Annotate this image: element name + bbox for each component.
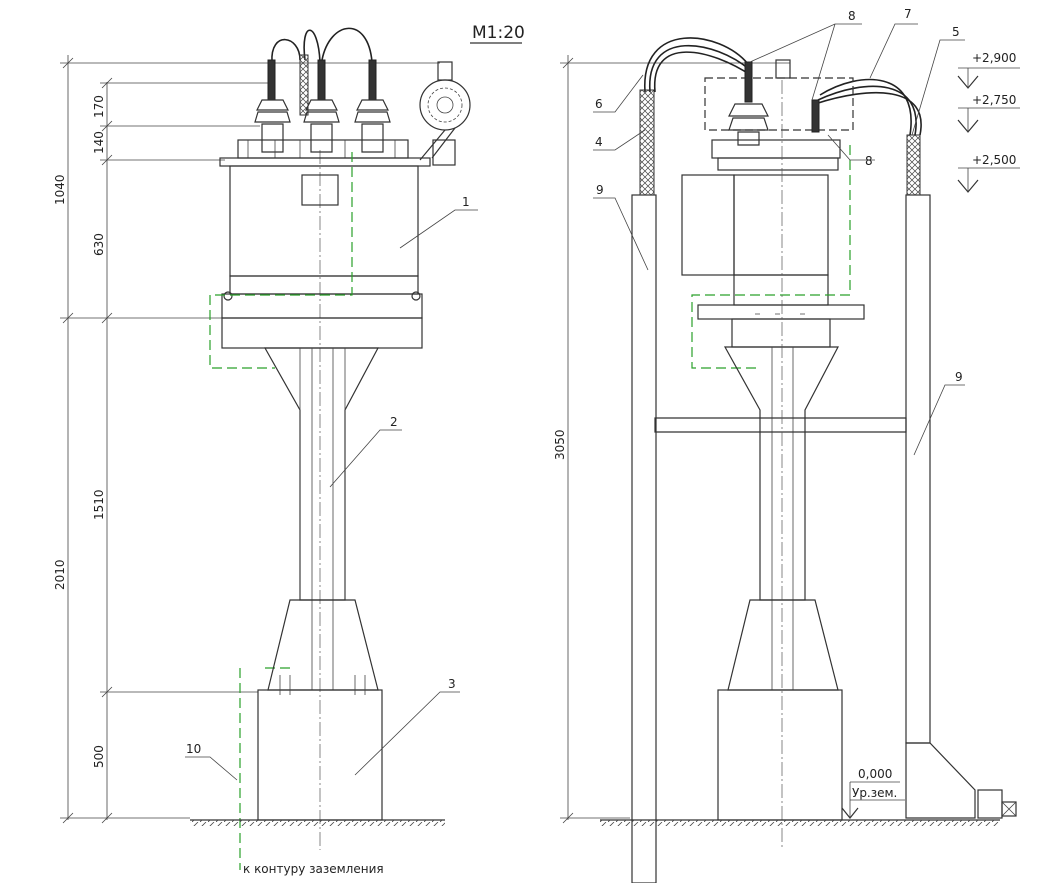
left-tank <box>219 157 431 349</box>
callout-5: 5 <box>952 25 960 39</box>
left-bushings <box>237 99 409 159</box>
dim-630: 630 <box>92 233 106 256</box>
right-ground <box>600 819 1000 826</box>
ground-level-label: Ур.зем. <box>852 786 897 800</box>
left-ground <box>190 819 445 826</box>
left-expander <box>419 61 471 166</box>
right-poles <box>631 194 1017 883</box>
right-callouts: 8 7 5 6 4 9 8 9 <box>593 7 965 456</box>
right-cable-tubes <box>639 37 922 196</box>
callout-3: 3 <box>448 677 456 691</box>
level-marks: +2,900 +2,750 +2,500 <box>957 51 1020 193</box>
dim-170: 170 <box>92 95 106 118</box>
scale-label: М1:20 <box>472 23 525 43</box>
left-cables <box>267 27 377 116</box>
left-dimension-chain: 1040 2010 170 140 630 1510 500 <box>53 55 440 824</box>
callout-6: 6 <box>595 97 603 111</box>
scale-title: М1:20 <box>470 23 525 44</box>
dim-1510: 1510 <box>92 489 106 520</box>
dim-1040: 1040 <box>53 174 67 205</box>
grounding-note: к контуру заземления <box>243 862 384 876</box>
right-stand <box>654 346 907 821</box>
dim-140: 140 <box>92 131 106 154</box>
left-view: 1040 2010 170 140 630 1510 500 <box>53 27 478 876</box>
left-callouts: 1 2 3 10 <box>185 195 478 781</box>
right-view: 3050 <box>553 7 1020 883</box>
left-stand <box>257 347 383 821</box>
callout-10: 10 <box>186 742 201 756</box>
callout-1: 1 <box>462 195 470 209</box>
callout-8-side: 8 <box>865 154 873 168</box>
level-2750: +2,750 <box>972 93 1016 107</box>
callout-8-top: 8 <box>848 9 856 23</box>
right-height-dimension: 3050 <box>553 55 790 824</box>
left-green-hints <box>209 152 353 870</box>
level-2900: +2,900 <box>972 51 1016 65</box>
callout-7: 7 <box>904 7 912 21</box>
dim-2010: 2010 <box>53 559 67 590</box>
dim-3050: 3050 <box>553 429 567 460</box>
callout-4: 4 <box>595 135 603 149</box>
ground-level-value: 0,000 <box>858 767 892 781</box>
dim-500: 500 <box>92 745 106 768</box>
level-2500: +2,500 <box>972 153 1016 167</box>
ground-level-marker: 0,000 Ур.зем. <box>841 767 905 819</box>
callout-2: 2 <box>390 415 398 429</box>
right-green-hints <box>691 145 851 369</box>
callout-9-left: 9 <box>596 183 604 197</box>
right-transformer <box>681 59 865 348</box>
callout-9-right: 9 <box>955 370 963 384</box>
